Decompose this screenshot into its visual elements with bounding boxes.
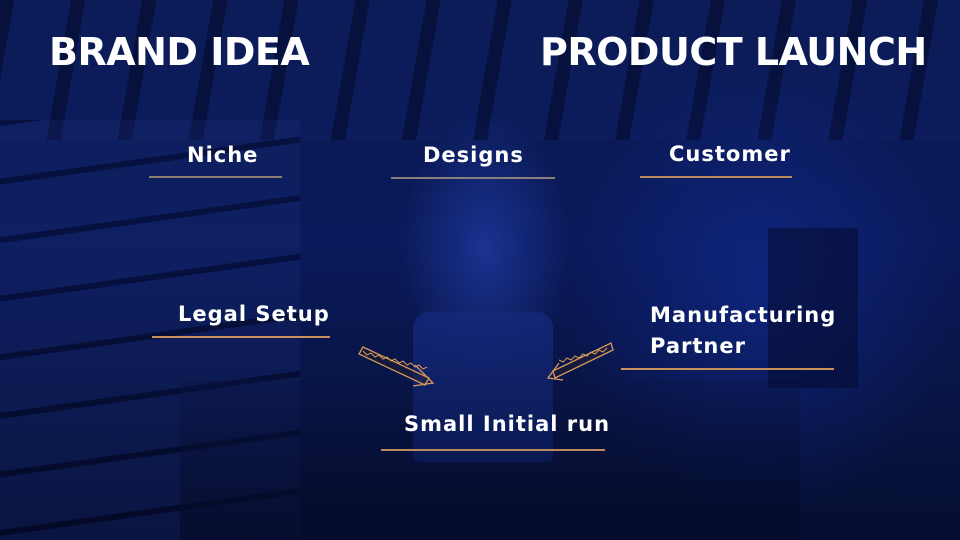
label-designs: Designs (423, 143, 524, 167)
underline-manufacturing-partner (621, 368, 834, 370)
underline-legal-setup (152, 336, 330, 338)
label-small-initial-run: Small Initial run (404, 412, 611, 436)
title-product-launch: PRODUCT LAUNCH (540, 30, 927, 74)
underline-customer (640, 176, 792, 178)
title-brand-idea: BRAND IDEA (49, 30, 310, 74)
ceiling-beams (0, 0, 960, 140)
underline-small-initial-run (381, 449, 605, 451)
label-legal-setup: Legal Setup (178, 302, 330, 326)
arrow-left-down-icon (546, 342, 614, 381)
underline-niche (149, 176, 282, 178)
label-manufacturing-partner: Manufacturing Partner (650, 300, 836, 362)
label-manufacturing-line2: Partner (650, 334, 746, 358)
underline-designs (391, 177, 555, 179)
rolling-door (768, 228, 858, 388)
label-manufacturing-line1: Manufacturing (650, 303, 837, 327)
delivery-van (413, 312, 553, 462)
label-customer: Customer (669, 142, 791, 166)
arrow-right-down-icon (358, 346, 435, 387)
label-niche: Niche (187, 143, 259, 167)
